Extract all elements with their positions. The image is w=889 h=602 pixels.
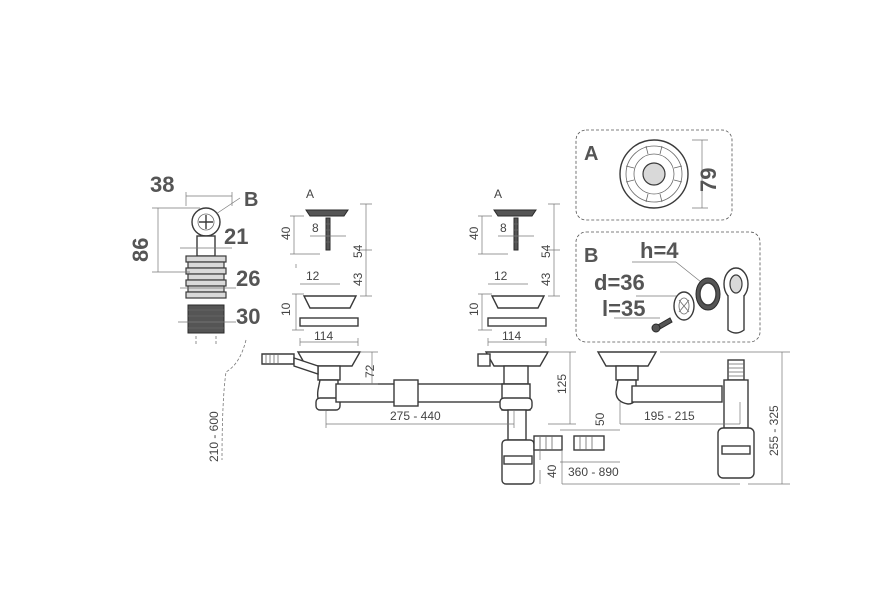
detail-box-b-title: B xyxy=(584,245,598,267)
dim-114-right: 114 xyxy=(502,329,521,343)
assembled-siphon xyxy=(221,339,790,485)
overflow-detail-b-label: B xyxy=(244,189,258,211)
label-a-right: A xyxy=(494,187,502,201)
dim-43-left: 43 xyxy=(351,272,365,286)
dim-114-left: 114 xyxy=(314,329,333,343)
dim-38: 38 xyxy=(150,172,174,197)
param-h: h=4 xyxy=(640,238,679,263)
param-d: d=36 xyxy=(594,270,645,295)
dim-125: 125 xyxy=(555,374,569,394)
dim-40-left: 40 xyxy=(279,226,293,240)
overflow-assembly xyxy=(152,192,241,346)
dim-54-right: 54 xyxy=(539,244,553,258)
dim-21: 21 xyxy=(224,224,248,249)
right-strainer-exploded xyxy=(478,203,560,346)
span-255-325: 255 - 325 xyxy=(767,405,781,456)
left-strainer-exploded xyxy=(290,203,372,346)
dim-72: 72 xyxy=(363,364,377,378)
dim-26: 26 xyxy=(236,266,260,291)
span-275-440: 275 - 440 xyxy=(390,409,441,423)
dim-40-outlet: 40 xyxy=(545,464,559,478)
hose-length-210-600: 210 - 600 xyxy=(207,411,221,462)
dim-30: 30 xyxy=(236,304,260,329)
span-360-890: 360 - 890 xyxy=(568,465,619,479)
dim-79: 79 xyxy=(696,168,721,192)
dim-8-right: 8 xyxy=(500,221,507,235)
dim-50: 50 xyxy=(593,412,607,426)
dim-54-left: 54 xyxy=(351,244,365,258)
span-195-215: 195 - 215 xyxy=(644,409,695,423)
detail-box-a-title: A xyxy=(584,143,598,165)
dim-12-right: 12 xyxy=(494,269,508,283)
detail-box-a xyxy=(575,129,733,221)
dim-86: 86 xyxy=(128,238,153,262)
detail-box-b xyxy=(575,231,761,343)
dim-10-left: 10 xyxy=(279,302,293,316)
dim-8-left: 8 xyxy=(312,221,319,235)
dim-40-right: 40 xyxy=(467,226,481,240)
dim-10-right: 10 xyxy=(467,302,481,316)
label-a-left: A xyxy=(306,187,314,201)
dim-43-right: 43 xyxy=(539,272,553,286)
param-l: l=35 xyxy=(602,296,645,321)
dim-12-left: 12 xyxy=(306,269,320,283)
